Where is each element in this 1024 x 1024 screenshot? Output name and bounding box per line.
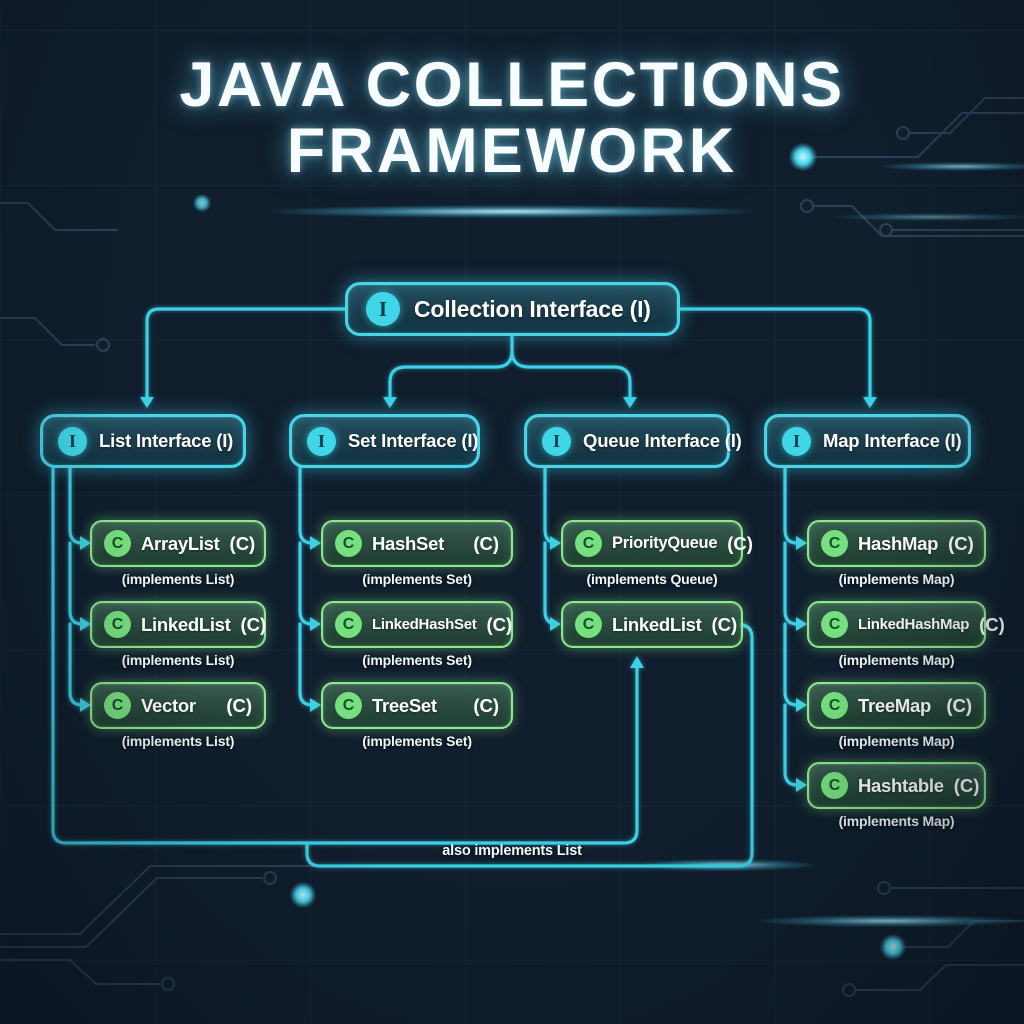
class-name: TreeSet — [372, 694, 437, 716]
class-note: (implements Map) — [838, 571, 955, 587]
interface-icon: I — [782, 426, 811, 456]
interface-box-collection: I Collection Interface (I) — [345, 282, 680, 336]
class-marker: (C) — [473, 694, 499, 716]
class-name: LinkedHashSet — [372, 616, 477, 633]
also-implements-list-line — [51, 466, 754, 868]
class-marker: (C) — [946, 694, 972, 716]
class-icon: C — [104, 611, 131, 638]
page-title: JAVA COLLECTIONS FRAMEWORK — [0, 52, 1024, 184]
class-marker: (C) — [979, 613, 1005, 635]
list-branch-line — [68, 466, 84, 707]
class-note: (implements Map) — [838, 652, 955, 668]
class-note: (implements Map) — [838, 733, 955, 749]
class-note: (implements List) — [121, 652, 235, 668]
class-note: (implements Queue) — [586, 571, 718, 587]
class-name: LinkedList — [141, 613, 231, 635]
class-name: LinkedList — [612, 613, 702, 635]
arrowheads — [80, 397, 877, 792]
interface-label: Collection Interface (I) — [414, 295, 651, 322]
class-box-arraylist: C ArrayList (C) — [90, 520, 266, 567]
interface-box-queue: I Queue Interface (I) — [524, 414, 742, 468]
class-icon: C — [104, 530, 131, 557]
class-name: PriorityQueue — [612, 534, 718, 552]
map-branch-line — [783, 466, 799, 787]
class-name: HashSet — [372, 532, 444, 554]
class-box-treeset: C TreeSet (C) — [321, 682, 513, 729]
class-name: Vector — [141, 694, 196, 716]
class-box-linkedlist-queue: C LinkedList (C) — [561, 601, 743, 648]
interface-box-set: I Set Interface (I) — [289, 414, 480, 468]
class-marker: (C) — [229, 532, 256, 554]
title-line-1: JAVA COLLECTIONS — [179, 50, 845, 120]
class-icon: C — [104, 692, 131, 719]
interface-box-list: I List Interface (I) — [40, 414, 246, 468]
class-icon: C — [821, 692, 848, 719]
interface-label: Queue Interface (I) — [583, 430, 742, 451]
also-implements-list-label: also implements List — [442, 843, 582, 859]
class-name: Hashtable — [858, 774, 944, 796]
interface-box-map: I Map Interface (I) — [764, 414, 971, 468]
class-name: ArrayList — [141, 532, 220, 554]
interface-icon: I — [307, 426, 336, 456]
class-box-hashset: C HashSet (C) — [321, 520, 513, 567]
class-name: LinkedHashMap — [858, 616, 970, 633]
class-marker: (C) — [473, 532, 499, 554]
class-note: (implements List) — [121, 571, 235, 587]
class-marker: (C) — [948, 532, 974, 554]
class-box-treemap: C TreeMap (C) — [807, 682, 986, 729]
class-icon: C — [821, 530, 848, 557]
root-to-interfaces-line — [145, 307, 872, 399]
class-box-hashmap: C HashMap (C) — [807, 520, 986, 567]
class-marker: (C) — [486, 613, 513, 635]
interface-label: Set Interface (I) — [348, 430, 479, 451]
interface-icon: I — [542, 426, 571, 456]
class-box-hashtable: C Hashtable (C) — [807, 762, 986, 809]
interface-label: List Interface (I) — [99, 430, 234, 451]
class-icon: C — [575, 611, 602, 638]
class-box-linkedhashset: C LinkedHashSet (C) — [321, 601, 513, 648]
class-marker: (C) — [226, 694, 252, 716]
class-marker: (C) — [240, 613, 267, 635]
class-icon: C — [575, 530, 602, 557]
class-name: TreeMap — [858, 694, 931, 716]
class-name: HashMap — [858, 532, 939, 554]
class-marker: (C) — [727, 532, 753, 554]
class-icon: C — [335, 530, 362, 557]
class-note: (implements Map) — [838, 813, 955, 829]
class-marker: (C) — [711, 613, 738, 635]
class-note: (implements Set) — [362, 652, 472, 668]
class-icon: C — [335, 692, 362, 719]
class-icon: C — [821, 772, 848, 799]
interface-icon: I — [58, 426, 87, 456]
class-marker: (C) — [953, 774, 980, 796]
class-note: (implements Set) — [362, 571, 472, 587]
title-line-2: FRAMEWORK — [286, 116, 738, 187]
class-note: (implements List) — [121, 733, 235, 749]
class-box-vector: C Vector (C) — [90, 682, 266, 729]
class-icon: C — [335, 611, 362, 638]
interface-icon: I — [366, 292, 400, 326]
set-branch-line — [298, 466, 314, 707]
interface-label: Map Interface (I) — [823, 430, 962, 451]
class-box-priorityqueue: C PriorityQueue (C) — [561, 520, 753, 567]
class-box-linkedlist: C LinkedList (C) — [90, 601, 266, 648]
class-icon: C — [821, 611, 848, 638]
class-note: (implements Set) — [362, 733, 472, 749]
class-box-linkedhashmap: C LinkedHashMap (C) — [807, 601, 1005, 648]
